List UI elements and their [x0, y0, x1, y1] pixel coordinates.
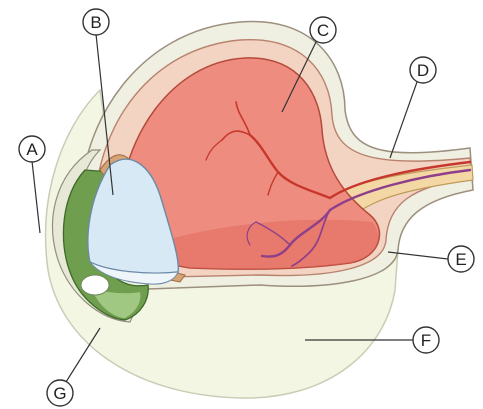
pupil	[81, 275, 109, 295]
callout-g: G	[47, 328, 100, 406]
leader-line-a	[32, 161, 40, 233]
callout-d: D	[390, 57, 436, 158]
label-c: C	[317, 21, 329, 40]
label-d: D	[417, 61, 429, 80]
leader-line-d	[390, 82, 417, 158]
label-a: A	[26, 140, 38, 159]
callout-e: E	[388, 246, 474, 272]
label-f: F	[421, 331, 431, 350]
callout-a: A	[19, 136, 45, 233]
label-g: G	[53, 384, 66, 403]
label-b: B	[90, 13, 101, 32]
label-e: E	[455, 250, 466, 269]
